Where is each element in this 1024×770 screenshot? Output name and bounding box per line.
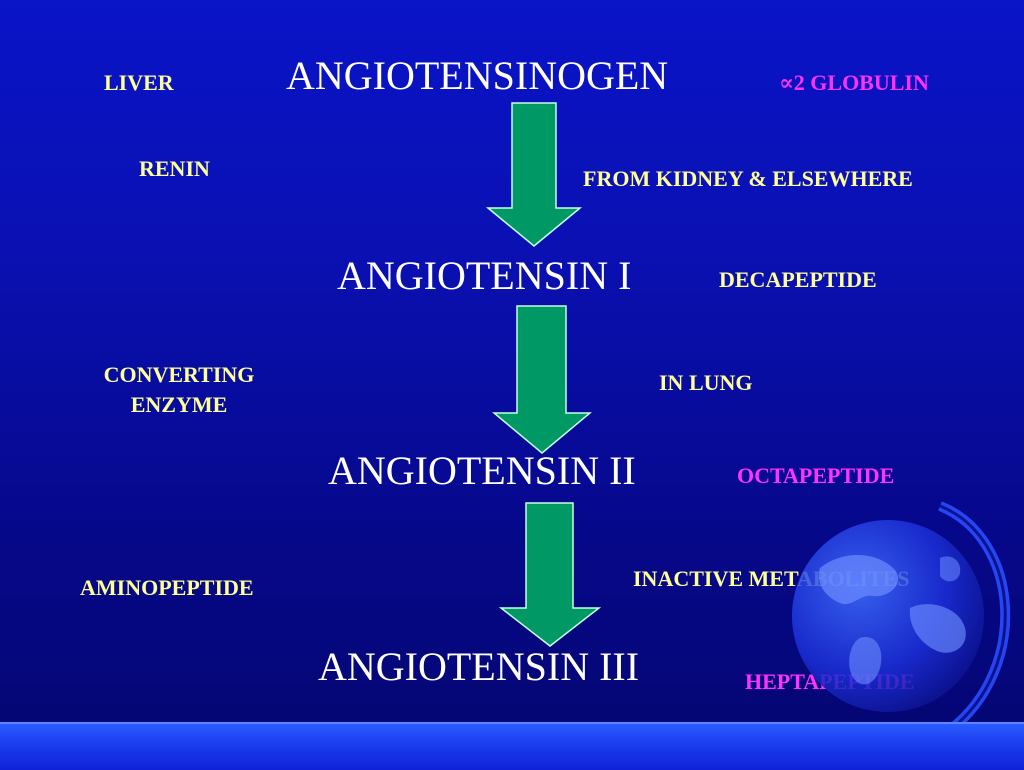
label-converting-enzyme: CONVERTING ENZYME — [78, 362, 280, 418]
label-liver: LIVER — [104, 70, 174, 95]
label-aminopeptide: AMINOPEPTIDE — [80, 575, 254, 600]
label-converting-line1: CONVERTING — [103, 362, 255, 387]
label-octapeptide: OCTAPEPTIDE — [737, 463, 895, 488]
label-renin: RENIN — [139, 156, 210, 181]
arrow-1 — [486, 102, 582, 247]
node-angiotensin-2: ANGIOTENSIN II — [328, 448, 636, 493]
globe-icon — [792, 501, 1011, 748]
label-converting-line2: ENZYME — [130, 392, 228, 417]
label-decapeptide: DECAPEPTIDE — [719, 267, 877, 292]
label-alpha2-globulin: ∝2 GLOBULIN — [779, 70, 929, 95]
node-angiotensin-3: ANGIOTENSIN III — [318, 644, 640, 689]
label-from-kidney: FROM KIDNEY & ELSEWHERE — [583, 166, 913, 191]
label-in-lung: IN LUNG — [659, 370, 753, 395]
arrow-2 — [492, 305, 592, 454]
arrow-3 — [498, 502, 602, 647]
node-angiotensin-1: ANGIOTENSIN I — [337, 253, 632, 298]
node-angiotensinogen: ANGIOTENSINOGEN — [286, 53, 669, 98]
footer-bar — [0, 722, 1024, 770]
